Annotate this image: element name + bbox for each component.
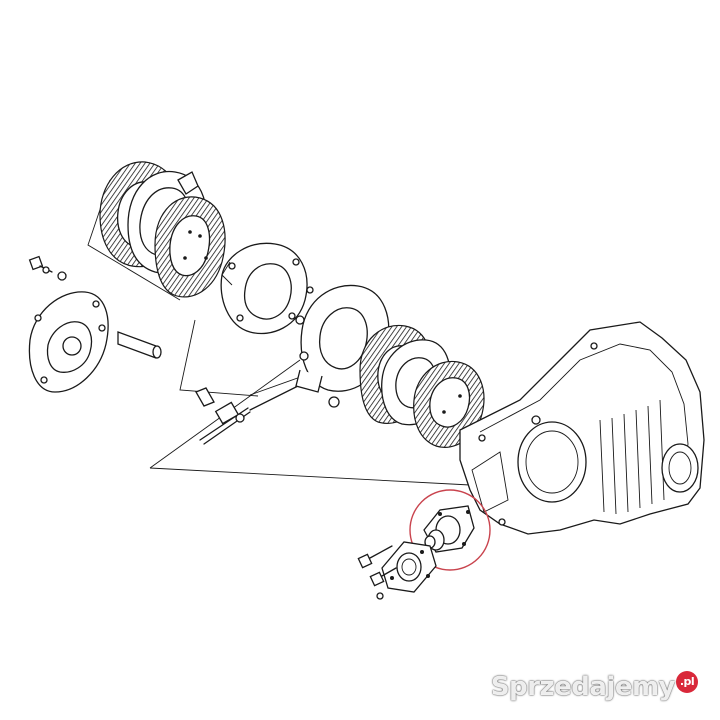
- bolt-lower: [357, 545, 397, 600]
- watermark-text: Sprzedajemy: [490, 672, 676, 702]
- friction-disc-inner: [154, 196, 226, 298]
- bolt-top-left: [28, 255, 67, 281]
- shaft-pin: [117, 331, 162, 359]
- seal-cover-assembly: [423, 505, 475, 553]
- actuating-rod: [195, 384, 301, 445]
- friction-disc-lower-c: [413, 360, 485, 448]
- gasket-flange: [381, 541, 437, 593]
- watermark-badge: .pl: [676, 671, 698, 693]
- watermark-logo: Sprzedajemy .pl: [490, 671, 698, 702]
- highlight-circle: [409, 489, 491, 571]
- left-cover-plate: [28, 291, 109, 393]
- actuator-plate: [220, 242, 314, 335]
- gearbox-housing: [459, 321, 705, 535]
